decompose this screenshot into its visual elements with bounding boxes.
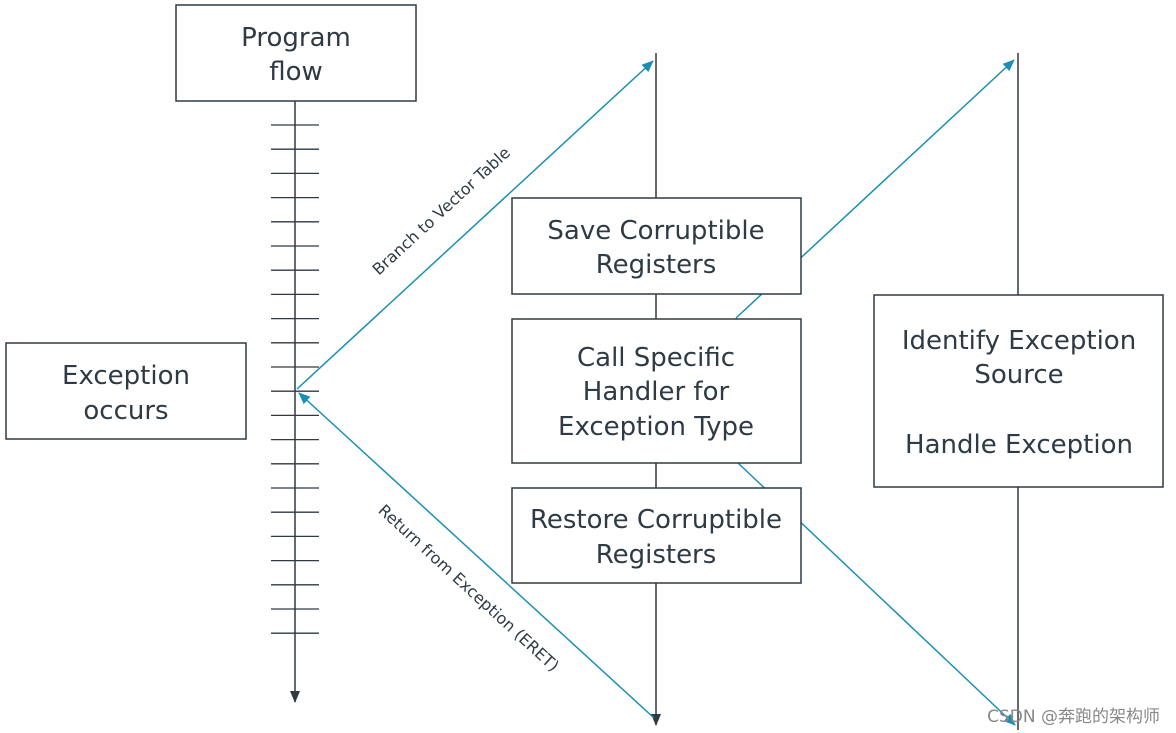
save-registers-line-2: Registers: [596, 250, 717, 280]
exception-occurs-box: Exception occurs: [5, 342, 247, 440]
program-flow-box: Program flow: [175, 4, 417, 102]
restore-registers-box: Restore Corruptible Registers: [511, 487, 802, 584]
watermark: CSDN @奔跑的架构师: [987, 707, 1160, 727]
identify-source-line-2: Source: [974, 360, 1063, 390]
exception-occurs-line-1: Exception: [62, 361, 190, 391]
save-registers-line-1: Save Corruptible: [547, 216, 764, 246]
timeline-ticks: [271, 124, 319, 634]
branch-label: Branch to Vector Table: [369, 143, 514, 279]
call-handler-line-2: Handler for: [583, 377, 730, 407]
handle-exception-text: Handle Exception: [905, 430, 1133, 460]
call-handler-box: Call Specific Handler for Exception Type: [511, 318, 802, 464]
call-handler-line-1: Call Specific: [577, 343, 735, 373]
restore-registers-line-2: Registers: [596, 540, 717, 570]
branch-to-vector-table-arrow: [296, 60, 654, 390]
exception-occurs-line-2: occurs: [83, 396, 168, 426]
program-flow-line-2: flow: [269, 57, 323, 87]
return-from-exception-arrow: [298, 392, 655, 719]
call-handler-line-3: Exception Type: [558, 412, 754, 442]
identify-handle-box: Identify Exception Source Handle Excepti…: [873, 294, 1164, 488]
identify-source-line-1: Identify Exception: [902, 326, 1136, 356]
restore-registers-line-1: Restore Corruptible: [530, 505, 782, 535]
program-flow-line-1: Program: [241, 23, 351, 53]
save-registers-box: Save Corruptible Registers: [511, 197, 802, 295]
